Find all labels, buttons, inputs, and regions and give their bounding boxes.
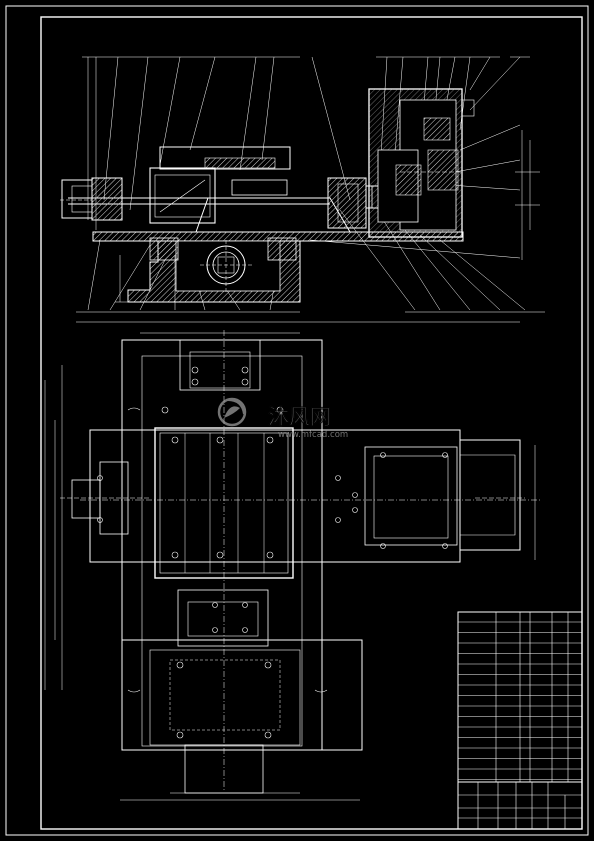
right-bearing-block [327,177,367,229]
section-view [60,56,545,323]
parts-list-rows [458,621,582,780]
mf-logo-icon [217,397,247,427]
plan-view [44,330,540,801]
saddle-top [159,146,291,170]
worktable [149,167,216,224]
plan-dimensions [44,332,536,801]
gearbox-lower [127,237,301,303]
plan-lower-base [121,639,363,751]
plan-motor [459,439,521,551]
left-bearing-housing [91,177,123,221]
plan-vertical-guide [121,339,323,751]
dimension-lines [115,130,540,303]
balloon-marks [76,56,545,323]
bolt-holes [97,366,448,739]
title-block [458,782,582,829]
watermark-url: www.mfcad.com [278,430,348,440]
parts-list-table [457,611,583,830]
drawing-border [5,5,589,836]
plan-bed [89,429,461,563]
watermark-brand: 沐风网 [268,405,331,429]
watermark: 沐风网 www.mfcad.com [217,397,348,440]
